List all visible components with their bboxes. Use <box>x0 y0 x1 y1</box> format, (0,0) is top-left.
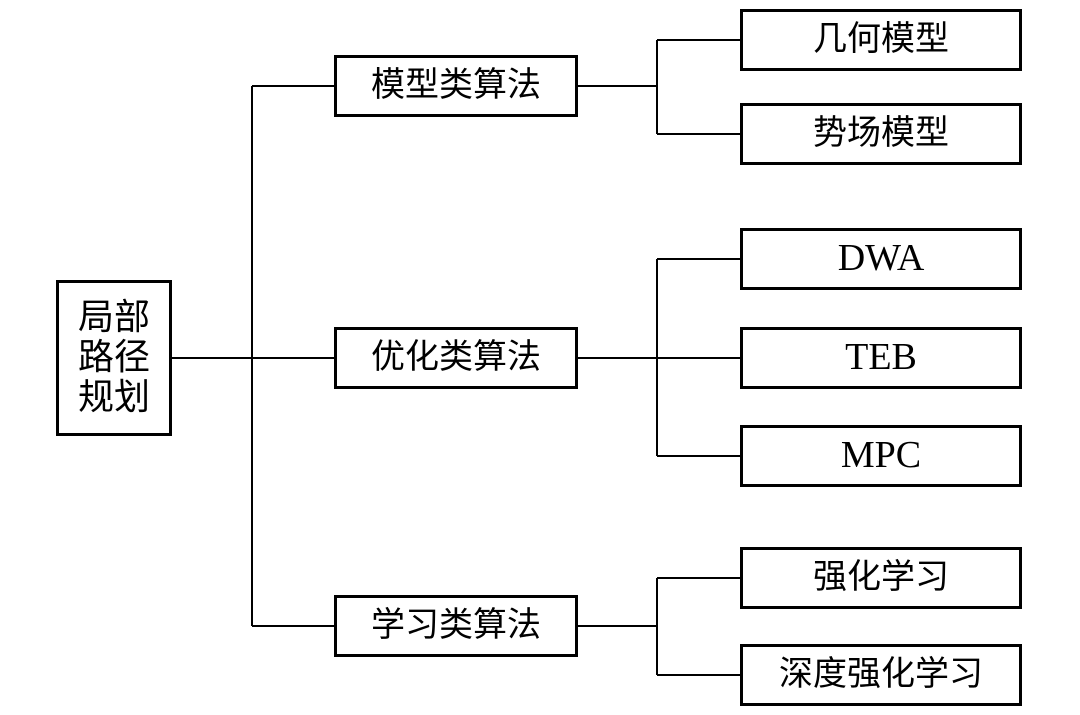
leaf-node-deep-reinforcement-learning: 深度强化学习 <box>740 644 1022 706</box>
leaf-node-geometric-model: 几何模型 <box>740 9 1022 71</box>
category-node-label: 优化类算法 <box>371 337 541 378</box>
leaf-node-label: MPC <box>840 434 922 477</box>
category-node-optimization: 优化类算法 <box>334 327 578 389</box>
leaf-node-label: 强化学习 <box>813 557 949 598</box>
category-node-label: 学习类算法 <box>371 605 541 646</box>
leaf-node-potential-field-model: 势场模型 <box>740 103 1022 165</box>
leaf-node-label: 几何模型 <box>813 19 949 60</box>
leaf-node-teb: TEB <box>740 327 1022 389</box>
leaf-node-label: DWA <box>837 237 925 280</box>
leaf-node-label: 势场模型 <box>813 113 949 154</box>
leaf-node-dwa: DWA <box>740 228 1022 290</box>
root-node-label: 局部路径规划 <box>77 296 150 419</box>
leaf-node-label: 深度强化学习 <box>779 654 983 695</box>
leaf-node-reinforcement-learning: 强化学习 <box>740 547 1022 609</box>
category-node-model: 模型类算法 <box>334 55 578 117</box>
root-node: 局部路径规划 <box>56 280 172 436</box>
leaf-node-mpc: MPC <box>740 425 1022 487</box>
category-node-learning: 学习类算法 <box>334 595 578 657</box>
leaf-node-label: TEB <box>845 336 917 379</box>
category-node-label: 模型类算法 <box>371 65 541 106</box>
